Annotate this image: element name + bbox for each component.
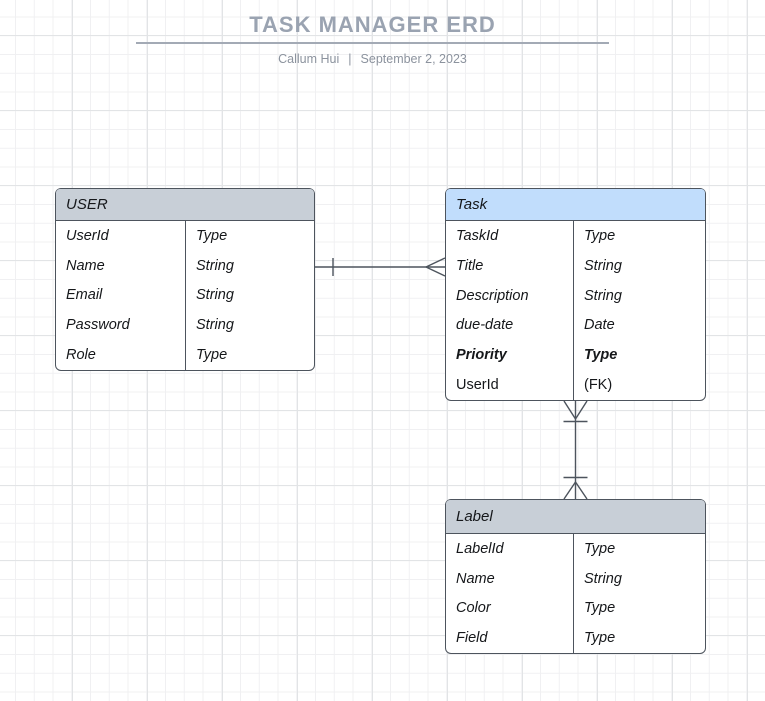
relationship-task-label[interactable] bbox=[563, 400, 588, 500]
attribute-row: due-date Date bbox=[446, 310, 705, 340]
relationship-user-task[interactable] bbox=[315, 257, 446, 277]
crow-foot-icon bbox=[425, 257, 446, 277]
attribute-name: UserId bbox=[66, 227, 109, 244]
attribute-name: Description bbox=[456, 287, 529, 304]
title-underline bbox=[136, 42, 609, 44]
attribute-name: TaskId bbox=[456, 227, 499, 244]
entity-user-header: USER bbox=[56, 189, 314, 221]
attribute-name: Name bbox=[456, 570, 495, 587]
attribute-type: Type bbox=[584, 540, 616, 557]
attribute-row: UserId (FK) bbox=[446, 370, 705, 400]
crow-foot-icon bbox=[563, 481, 588, 500]
title-block: TASK MANAGER ERD Callum Hui | September 2,… bbox=[136, 12, 609, 66]
attribute-row: Description String bbox=[446, 281, 705, 311]
attribute-type: Type bbox=[584, 630, 616, 647]
attribute-name: Title bbox=[456, 257, 484, 274]
attribute-type: String bbox=[584, 287, 622, 304]
attribute-name: Color bbox=[456, 600, 491, 617]
attribute-name: Field bbox=[456, 630, 488, 647]
attribute-type: (FK) bbox=[584, 377, 613, 394]
attribute-name: Role bbox=[66, 347, 96, 364]
attribute-name: Email bbox=[66, 287, 103, 304]
attribute-row: Name String bbox=[446, 564, 705, 594]
attribute-type: Date bbox=[584, 317, 615, 334]
entity-task[interactable]: Task TaskId Type Title String Descriptio… bbox=[445, 188, 706, 401]
attribute-row: Priority Type bbox=[446, 340, 705, 370]
entity-label-title: Label bbox=[456, 508, 493, 525]
attribute-row: TaskId Type bbox=[446, 221, 705, 251]
entity-task-body: TaskId Type Title String Description Str… bbox=[446, 221, 705, 400]
attribute-name: due-date bbox=[456, 317, 514, 334]
attribute-type: String bbox=[196, 317, 234, 334]
attribute-name: UserId bbox=[456, 377, 499, 394]
crow-foot-icon bbox=[563, 400, 588, 420]
diagram-title: TASK MANAGER ERD bbox=[249, 12, 496, 37]
byline-date: September 2, 2023 bbox=[360, 52, 467, 66]
entity-task-title: Task bbox=[456, 196, 488, 213]
entity-user-body: UserId Type Name String Email String Pas… bbox=[56, 221, 314, 370]
attribute-name: Password bbox=[66, 317, 130, 334]
attribute-row: Title String bbox=[446, 251, 705, 281]
attribute-type: String bbox=[584, 257, 622, 274]
byline-author: Callum Hui bbox=[278, 52, 340, 66]
attribute-name: Name bbox=[66, 257, 105, 274]
attribute-type: Type bbox=[196, 347, 228, 364]
byline-separator: | bbox=[348, 52, 352, 66]
entity-user-title: USER bbox=[66, 196, 108, 213]
attribute-name: Priority bbox=[456, 347, 507, 364]
column-divider bbox=[184, 221, 186, 370]
column-divider bbox=[572, 221, 574, 400]
attribute-row: UserId Type bbox=[56, 221, 314, 251]
entity-label[interactable]: Label LabelId Type Name String Color Typ… bbox=[445, 499, 706, 654]
attribute-row: LabelId Type bbox=[446, 534, 705, 564]
entity-task-header: Task bbox=[446, 189, 705, 221]
attribute-type: String bbox=[196, 287, 234, 304]
attribute-type: Type bbox=[584, 600, 616, 617]
attribute-type: String bbox=[196, 257, 234, 274]
entity-label-header: Label bbox=[446, 500, 705, 534]
attribute-type: String bbox=[584, 570, 622, 587]
diagram-byline: Callum Hui | September 2, 2023 bbox=[136, 52, 609, 66]
attribute-row: Field Type bbox=[446, 623, 705, 653]
attribute-type: Type bbox=[584, 227, 616, 244]
attribute-type: Type bbox=[196, 227, 228, 244]
entity-label-body: LabelId Type Name String Color Type Fiel… bbox=[446, 534, 705, 653]
attribute-name: LabelId bbox=[456, 540, 504, 557]
attribute-row: Name String bbox=[56, 251, 314, 281]
attribute-row: Password String bbox=[56, 310, 314, 340]
attribute-type: Type bbox=[584, 347, 618, 364]
entity-user[interactable]: USER UserId Type Name String Email Strin… bbox=[55, 188, 315, 371]
attribute-row: Color Type bbox=[446, 594, 705, 624]
attribute-row: Email String bbox=[56, 281, 314, 311]
column-divider bbox=[572, 534, 574, 653]
attribute-row: Role Type bbox=[56, 340, 314, 370]
